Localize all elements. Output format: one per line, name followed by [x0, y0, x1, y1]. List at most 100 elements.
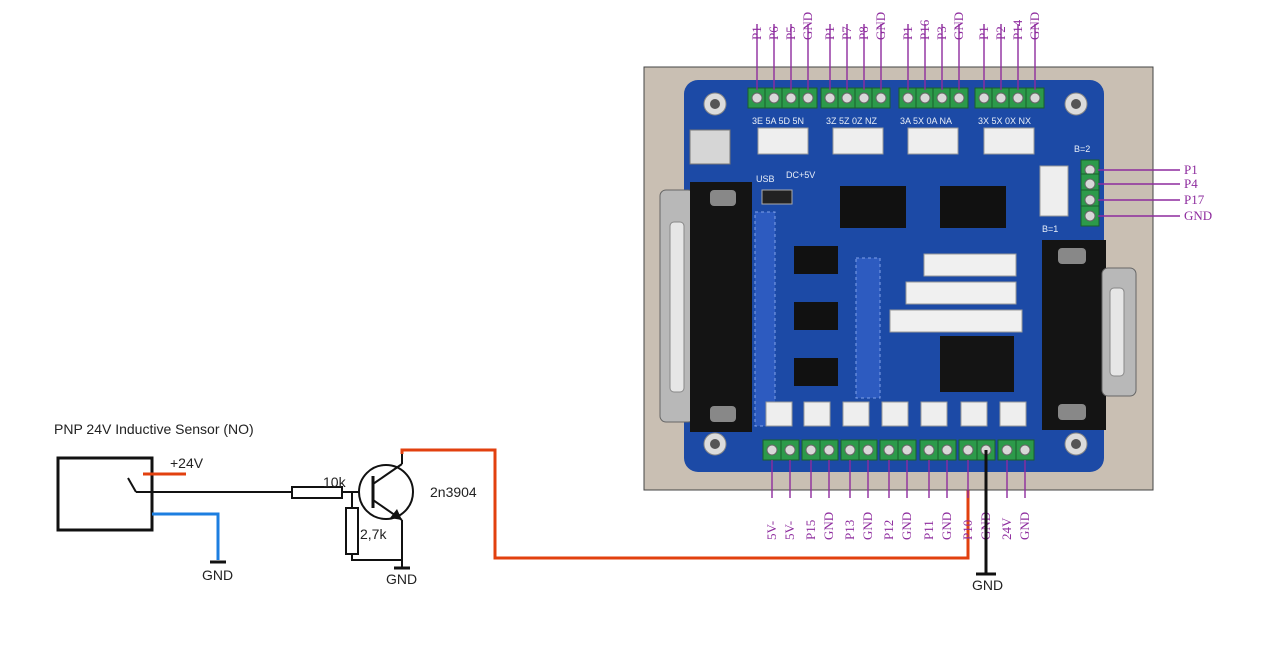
- top-pin-label: P3: [934, 26, 949, 40]
- ic-chip: [840, 186, 906, 228]
- top-pin-label: P6: [766, 26, 781, 40]
- bottom-pin-label: GND: [860, 512, 875, 540]
- top-pin-label: P1: [749, 26, 764, 40]
- top-silk-3: 3A 5X 0A NA: [900, 116, 952, 126]
- db9-screw-top: [1058, 248, 1086, 264]
- top-pin-label: P16: [917, 19, 932, 40]
- transistor-section: 10k 2,7k GND 2n3904: [152, 454, 477, 587]
- bottom-pin-label: P12: [881, 520, 896, 540]
- ic-chip: [794, 358, 838, 386]
- b1-silk: B=1: [1042, 224, 1058, 234]
- top-pin-label: GND: [873, 12, 888, 40]
- screw-icon: [766, 444, 778, 456]
- ic-chip: [794, 246, 838, 274]
- screw-icon: [1084, 178, 1096, 190]
- bottom-pin-label: 5V-: [764, 521, 779, 540]
- bottom-pin-label: GND: [1017, 512, 1032, 540]
- supply-label: +24V: [170, 455, 204, 471]
- board-gnd-label: GND: [972, 577, 1003, 593]
- screw-icon: [1019, 444, 1031, 456]
- mount-hole-center-icon: [710, 99, 720, 109]
- screw-icon: [1084, 210, 1096, 222]
- screw-icon: [978, 92, 990, 104]
- sensor-gnd-label: GND: [202, 567, 233, 583]
- resistor-10k-label: 10k: [323, 474, 347, 490]
- top-silk-2: 3Z 5Z 0Z NZ: [826, 116, 878, 126]
- screw-icon: [841, 92, 853, 104]
- b2-silk: B=2: [1074, 144, 1090, 154]
- resistor-2k7-label: 2,7k: [360, 526, 387, 542]
- screw-icon: [1012, 92, 1024, 104]
- relay: [940, 336, 1014, 392]
- screw-icon: [858, 92, 870, 104]
- pin-header-column: [754, 211, 776, 427]
- pin-leaders: [756, 24, 1180, 498]
- screw-icon: [875, 92, 887, 104]
- screw-icon: [844, 444, 856, 456]
- screw-icon: [883, 444, 895, 456]
- emitter-arrow-icon: [390, 509, 402, 520]
- screw-icon: [805, 444, 817, 456]
- pull-wire-bottom: [351, 554, 402, 561]
- screw-icon: [751, 92, 763, 104]
- top-pin-label: P1: [900, 26, 915, 40]
- top-pin-label: P1: [976, 26, 991, 40]
- header-white: [889, 309, 1023, 333]
- screw-icon: [901, 444, 913, 456]
- transistor-collector: [372, 463, 403, 485]
- screw-icon: [1029, 92, 1041, 104]
- switch-component: [761, 189, 793, 205]
- top-pin-label: P2: [993, 26, 1008, 40]
- header-white: [923, 253, 1017, 277]
- mount-hole-center-icon: [710, 439, 720, 449]
- transistor-part-label: 2n3904: [430, 484, 477, 500]
- bottom-pin-label: GND: [821, 512, 836, 540]
- screw-icon: [785, 92, 797, 104]
- db25-body: [690, 182, 752, 432]
- top-pin-label: GND: [1027, 12, 1042, 40]
- db9-pins: [1109, 287, 1125, 377]
- bottom-pin-label: GND: [939, 512, 954, 540]
- transistor-gnd-label: GND: [386, 571, 417, 587]
- header-white: [757, 127, 809, 155]
- bottom-pin-label: P15: [803, 520, 818, 540]
- mount-hole-center-icon: [1071, 439, 1081, 449]
- right-pin-label: P17: [1184, 192, 1205, 207]
- right-pin-label: GND: [1184, 208, 1212, 223]
- screw-icon: [941, 444, 953, 456]
- screw-icon: [953, 92, 965, 104]
- screw-icon: [995, 92, 1007, 104]
- pin-header-column: [855, 257, 881, 399]
- bottom-pin-label: 24V: [999, 517, 1014, 540]
- screw-icon: [919, 92, 931, 104]
- bottom-pin-label: P11: [921, 520, 936, 540]
- bottom-pin-label: P13: [842, 520, 857, 540]
- bottom-pin-label: 5V-: [782, 521, 797, 540]
- screw-icon: [962, 444, 974, 456]
- bottom-pin-label: GND: [899, 512, 914, 540]
- top-pin-label: P14: [1010, 19, 1025, 40]
- top-pin-label: P1: [822, 26, 837, 40]
- screw-icon: [902, 92, 914, 104]
- db9-body: [1042, 240, 1106, 430]
- db25-pins: [669, 221, 685, 393]
- screw-icon: [823, 444, 835, 456]
- screw-icon: [768, 92, 780, 104]
- sensor-body: [56, 456, 154, 532]
- usb-silk: USB: [756, 174, 775, 184]
- screw-icon: [1084, 194, 1096, 206]
- usb-connector: [689, 129, 731, 165]
- sensor-title: PNP 24V Inductive Sensor (NO): [54, 421, 254, 437]
- header-white: [983, 127, 1035, 155]
- header-white: [905, 281, 1017, 305]
- db25-screw-top: [710, 190, 736, 206]
- header-white: [907, 127, 959, 155]
- top-pin-label: P7: [839, 26, 854, 40]
- screw-icon: [802, 92, 814, 104]
- bottom-headers: [765, 401, 1027, 427]
- ic-chip: [940, 186, 1006, 228]
- transistor-body: [358, 464, 414, 520]
- right-pin-label: P4: [1184, 176, 1198, 191]
